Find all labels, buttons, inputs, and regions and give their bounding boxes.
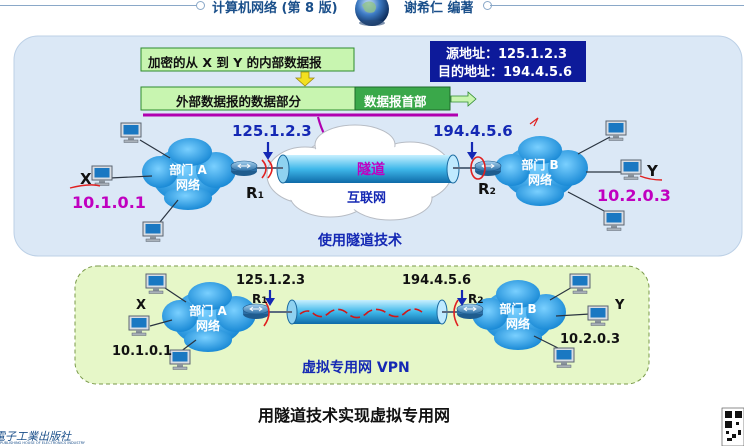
dept-b-line1: 部门 B <box>521 158 559 172</box>
outer-header-label: 数据报首部 <box>364 94 427 109</box>
inner-datagram-box <box>140 47 355 72</box>
top-r1-label: R1 <box>246 184 264 202</box>
bottom-host-y: Y <box>615 298 625 313</box>
globe-icon <box>352 0 392 28</box>
bottom-dept-b-label: 部门 B 网络 <box>496 302 540 332</box>
header-line-left <box>0 5 200 6</box>
inner-datagram-label: 加密的从 X 到 Y 的内部数据报 <box>148 55 322 70</box>
bottom-r1-label: R1 <box>252 292 268 306</box>
book-author: 谢希仁 编著 <box>404 1 474 16</box>
r2-subscript: 2 <box>477 296 484 306</box>
outer-data-label: 外部数据报的数据部分 <box>176 94 302 109</box>
r2-subscript: 2 <box>489 187 496 197</box>
router-icon <box>230 160 258 177</box>
tunnel-tube <box>283 155 453 183</box>
figure-caption: 用隧道技术实现虚拟专用网 <box>258 406 451 425</box>
top-r1-ip: 125.1.2.3 <box>232 122 312 140</box>
publisher-logo-bg <box>0 424 90 446</box>
dept-b-cloud-top <box>494 136 588 206</box>
header-dot-left <box>196 1 205 10</box>
bottom-net-b: 10.2.0.3 <box>560 332 621 347</box>
top-net-b: 10.2.0.3 <box>597 186 671 205</box>
router-icon <box>456 303 484 320</box>
bottom-host-x: X <box>136 298 147 313</box>
dept-a-cloud-bottom <box>162 282 256 352</box>
r1-subscript: 1 <box>261 296 268 306</box>
top-net-a: 10.1.0.1 <box>72 193 146 212</box>
book-title: 计算机网络 (第 8 版) <box>212 1 338 16</box>
src-addr-label: 源地址：125.1.2.3 <box>446 47 568 62</box>
dept-a-line1: 部门 A <box>189 304 227 318</box>
dept-a-line1: 部门 A <box>169 163 207 177</box>
router-icon <box>474 160 502 177</box>
top-host-y: Y <box>647 162 658 180</box>
dept-a-cloud-top <box>142 138 236 210</box>
dept-b-line1: 部门 B <box>499 302 537 316</box>
header-bar: 计算机网络 (第 8 版) 谢希仁 编著 <box>0 0 744 26</box>
top-host-x: X <box>80 170 92 188</box>
publisher-name-en: PUBLISHING HOUSE OF ELECTRONICS INDUSTRY <box>0 441 85 445</box>
r2-letter: R <box>468 292 478 306</box>
top-dept-b-label: 部门 B 网络 <box>518 158 562 188</box>
bottom-r2-ip: 194.4.5.6 <box>402 273 472 288</box>
r2-letter: R <box>478 180 490 198</box>
bottom-r2-label: R2 <box>468 292 484 306</box>
qr-code-icon <box>721 407 744 446</box>
publisher-name: 電子工業出版社 <box>0 430 71 443</box>
router-icon <box>242 303 270 320</box>
r1-letter: R <box>246 184 258 202</box>
top-r2-label: R2 <box>478 180 496 198</box>
bottom-net-a: 10.1.0.1 <box>112 344 173 359</box>
top-r2-ip: 194.4.5.6 <box>433 122 513 140</box>
bottom-caption: 虚拟专用网 VPN <box>302 360 410 376</box>
tunnel-label: 隧道 <box>357 162 385 178</box>
outer-header-box <box>354 86 451 111</box>
top-dept-a-label: 部门 A 网络 <box>166 163 210 193</box>
r1-subscript: 1 <box>257 191 264 201</box>
r1-letter: R <box>252 292 262 306</box>
dst-addr-label: 目的地址：194.4.5.6 <box>438 65 573 80</box>
header-line-right <box>490 5 744 6</box>
dept-a-line2: 网络 <box>175 178 200 192</box>
bottom-r1-ip: 125.1.2.3 <box>236 273 306 288</box>
down-arrow-icon <box>294 71 316 87</box>
dept-b-line2: 网络 <box>527 173 552 187</box>
dept-b-line2: 网络 <box>505 317 530 331</box>
top-caption: 使用隧道技术 <box>318 233 402 249</box>
bottom-dept-a-label: 部门 A 网络 <box>186 304 230 334</box>
dept-a-line2: 网络 <box>195 319 220 333</box>
address-box <box>430 41 586 82</box>
internet-label: 互联网 <box>347 191 387 206</box>
right-arrow-icon <box>450 91 477 107</box>
